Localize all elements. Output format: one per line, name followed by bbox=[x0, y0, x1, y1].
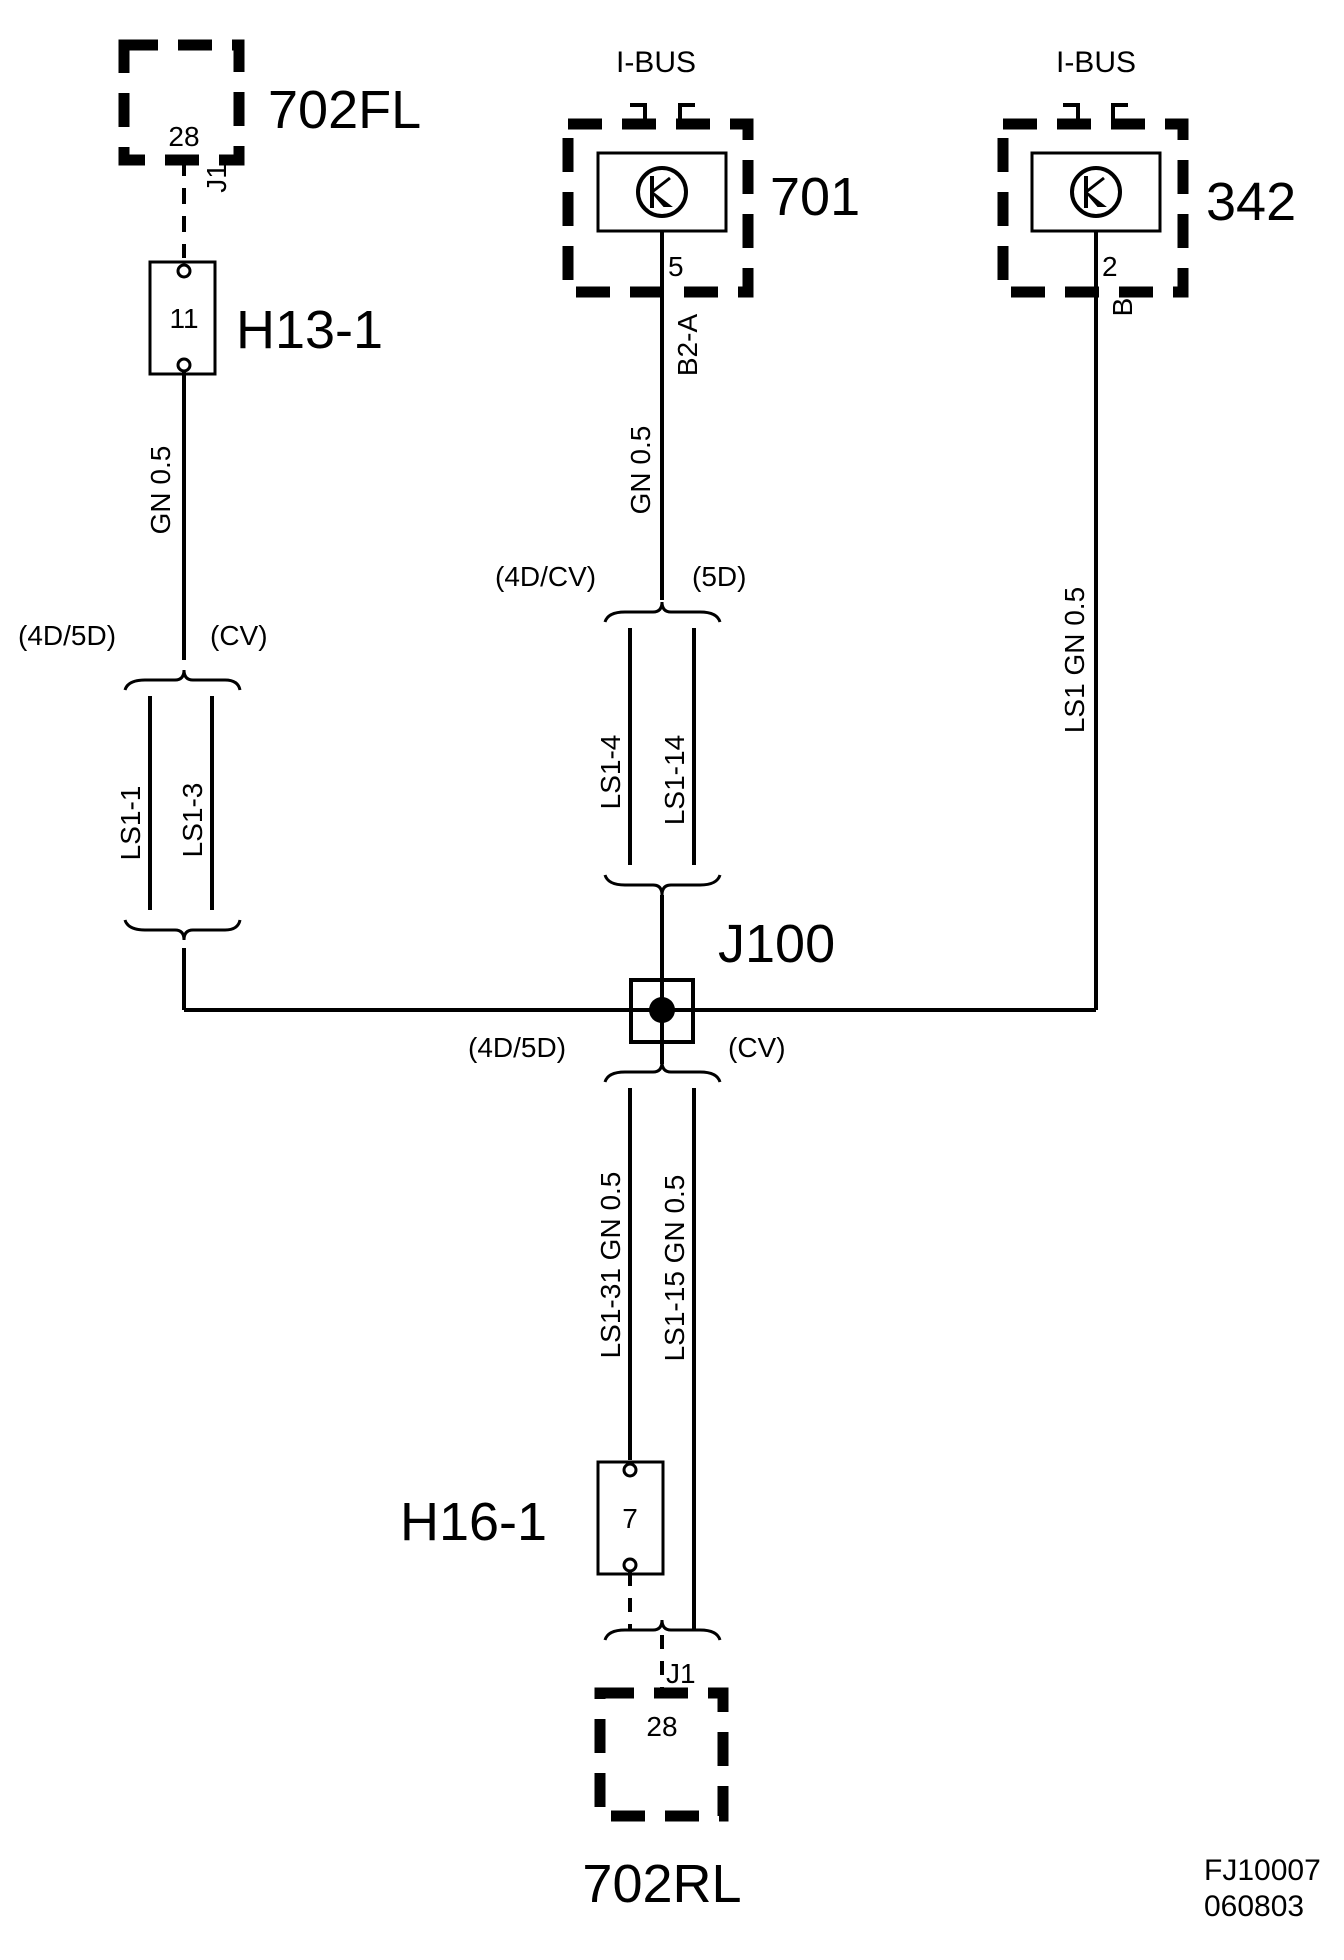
lower-split-variant-b: (CV) bbox=[728, 1032, 786, 1063]
left-split-brace-top bbox=[123, 669, 242, 691]
j100-label: J100 bbox=[718, 914, 835, 974]
h13-wire-label: GN 0.5 bbox=[145, 446, 176, 535]
component-702fl: 28 702FL bbox=[118, 39, 421, 166]
701-pin: 5 bbox=[668, 251, 684, 282]
701-wire-label: GN 0.5 bbox=[625, 426, 656, 515]
ls1-3-label: LS1-3 bbox=[177, 783, 208, 858]
342-pin: 2 bbox=[1102, 251, 1118, 282]
ls1-31-label: LS1-31 GN 0.5 bbox=[595, 1172, 626, 1359]
figure-date: 060803 bbox=[1204, 1890, 1304, 1923]
342-bus-pin-1 bbox=[1063, 103, 1080, 125]
ls1-14-label: LS1-14 bbox=[659, 735, 690, 825]
h16-label: H16-1 bbox=[400, 1492, 547, 1552]
j100-splice bbox=[629, 978, 695, 1044]
left-split-variant-a: (4D/5D) bbox=[18, 620, 116, 651]
figure-code: FJ10007 bbox=[1204, 1854, 1321, 1887]
left-split-variant-b: (CV) bbox=[210, 620, 268, 651]
342-bus-pin-2 bbox=[1111, 103, 1128, 125]
lower-split-brace bbox=[603, 1061, 722, 1083]
ls1-15-label: LS1-15 GN 0.5 bbox=[659, 1175, 690, 1362]
component-342: I-BUS 2 342 bbox=[997, 46, 1296, 298]
342-bus-label: I-BUS bbox=[1056, 46, 1136, 79]
702fl-pin: 28 bbox=[168, 121, 199, 152]
left-split-brace-bottom bbox=[123, 919, 242, 941]
702fl-conn-label: J1 bbox=[201, 163, 232, 193]
701-conn-label: B2-A bbox=[672, 314, 703, 377]
mid-split-brace-top bbox=[603, 601, 722, 623]
701-speaker-icon bbox=[636, 166, 688, 218]
component-701: I-BUS 5 701 bbox=[562, 46, 860, 298]
342-label: 342 bbox=[1206, 172, 1296, 232]
ls1-1-label: LS1-1 bbox=[115, 786, 146, 861]
701-bus-pin-1 bbox=[630, 103, 647, 125]
bottom-brace bbox=[603, 1619, 722, 1641]
mid-split-variant-a: (4D/CV) bbox=[495, 561, 596, 592]
702rl-conn-label: J1 bbox=[666, 1658, 696, 1689]
702fl-label: 702FL bbox=[268, 80, 421, 140]
component-h16-1: 7 H16-1 bbox=[400, 1460, 665, 1576]
701-bus-pin-2 bbox=[678, 103, 695, 125]
mid-split-brace-bottom bbox=[603, 874, 722, 896]
component-h13-1: 11 H13-1 bbox=[148, 260, 383, 376]
h13-label: H13-1 bbox=[236, 300, 383, 360]
component-702rl: 28 702RL bbox=[582, 1687, 742, 1914]
342-speaker-icon bbox=[1070, 166, 1122, 218]
h13-pin: 11 bbox=[169, 303, 198, 334]
702rl-label: 702RL bbox=[582, 1854, 741, 1914]
lower-split-variant-a: (4D/5D) bbox=[468, 1032, 566, 1063]
342-conn-label: B bbox=[1107, 298, 1138, 317]
ls1-4-label: LS1-4 bbox=[595, 735, 626, 810]
342-wire-label: LS1 GN 0.5 bbox=[1059, 587, 1090, 733]
701-label: 701 bbox=[770, 167, 860, 227]
702rl-pin: 28 bbox=[646, 1711, 677, 1742]
701-bus-label: I-BUS bbox=[616, 46, 696, 79]
mid-split-variant-b: (5D) bbox=[692, 561, 746, 592]
h16-pin: 7 bbox=[622, 1503, 638, 1534]
